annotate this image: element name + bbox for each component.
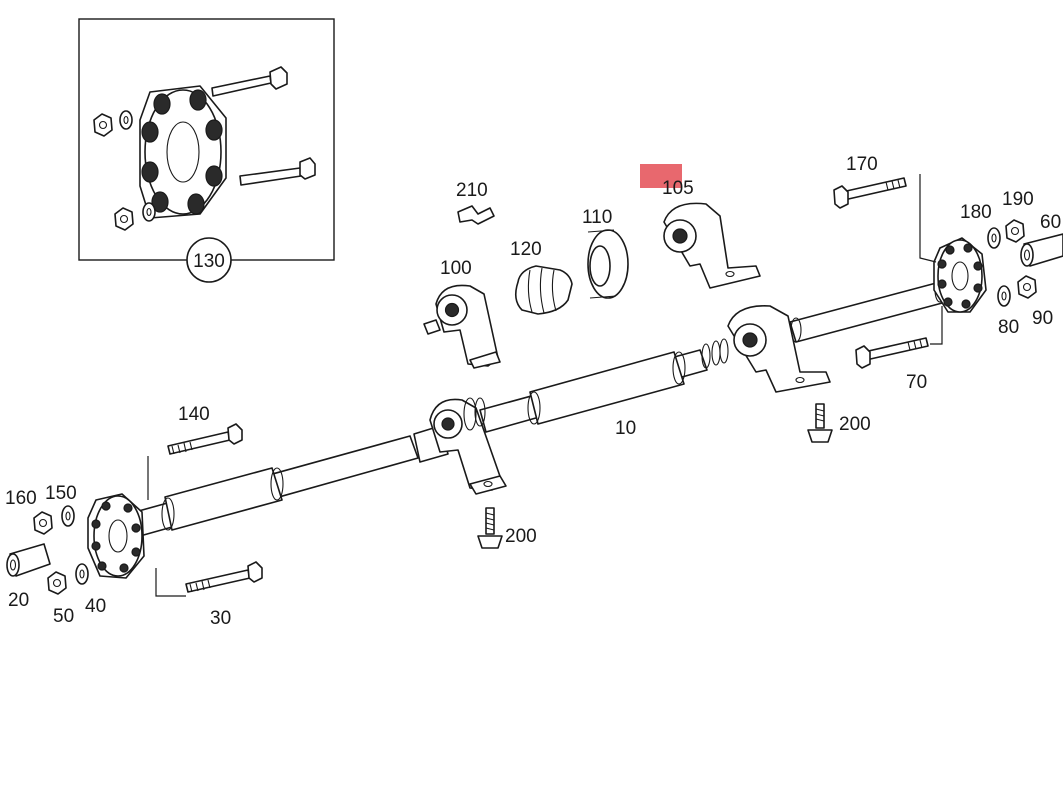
- label-170: 170: [846, 154, 878, 175]
- screw-200-icon: [477, 507, 503, 549]
- nut-icon: [114, 207, 134, 231]
- washer-80-icon: [997, 285, 1011, 307]
- flex-disc-icon: [139, 85, 227, 219]
- center-bearing-105-icon: [663, 202, 761, 289]
- screw-200-icon: [807, 403, 833, 443]
- label-10: 10: [615, 418, 636, 439]
- flex-disc-icon: [87, 493, 145, 579]
- rubber-boot-120-icon: [514, 265, 573, 315]
- bolt-140-icon: [167, 423, 243, 455]
- clip-210-icon: [457, 205, 495, 225]
- label-80: 80: [998, 317, 1019, 338]
- nut-50-icon: [47, 571, 67, 595]
- label-200-front: 200: [505, 526, 537, 547]
- nut-160-icon: [33, 511, 53, 535]
- part-labels: 10 20 30 40 50 60 70 80 90 100 105 110 1…: [5, 154, 1061, 629]
- label-160: 160: [5, 488, 37, 509]
- center-bearing-icon: [429, 397, 507, 495]
- label-120: 120: [510, 239, 542, 260]
- label-100: 100: [440, 258, 472, 279]
- label-190: 190: [1002, 189, 1034, 210]
- center-bearing-icon: [727, 305, 831, 393]
- ring-bearing-110-icon: [587, 229, 629, 299]
- center-bearing-100-icon: [423, 284, 501, 369]
- callout-circle-130: [186, 237, 232, 283]
- bolt-30-icon: [185, 561, 263, 593]
- label-130: 130: [193, 251, 225, 272]
- sleeve-20-icon: [6, 543, 51, 577]
- washer-icon: [142, 202, 156, 222]
- sleeve-60-icon: [1020, 233, 1063, 267]
- label-150: 150: [45, 483, 77, 504]
- label-105: 105: [662, 178, 694, 199]
- flex-disc-icon: [933, 237, 987, 313]
- washer-icon: [119, 110, 133, 130]
- washer-40-icon: [75, 563, 89, 585]
- flex-disc-inset: 130: [78, 18, 335, 283]
- label-60: 60: [1040, 212, 1061, 233]
- label-180: 180: [960, 202, 992, 223]
- label-50: 50: [53, 606, 74, 627]
- bolt-icon: [239, 157, 316, 186]
- label-70: 70: [906, 372, 927, 393]
- nut-90-icon: [1017, 275, 1037, 299]
- washer-180-icon: [987, 227, 1001, 249]
- bolt-icon: [211, 66, 288, 97]
- nut-190-icon: [1005, 219, 1025, 243]
- label-40: 40: [85, 596, 106, 617]
- highlight-marker-105: [640, 164, 682, 188]
- bolt-170-icon: [833, 177, 907, 209]
- label-200-rear: 200: [839, 414, 871, 435]
- leader-lines: [147, 174, 943, 597]
- label-20: 20: [8, 590, 29, 611]
- washer-150-icon: [61, 505, 75, 527]
- label-110: 110: [582, 207, 612, 228]
- nut-icon: [93, 113, 113, 137]
- label-210: 210: [456, 180, 488, 201]
- label-90: 90: [1032, 308, 1053, 329]
- bolt-70-icon: [855, 337, 929, 369]
- label-30: 30: [210, 608, 231, 629]
- label-140: 140: [178, 404, 210, 425]
